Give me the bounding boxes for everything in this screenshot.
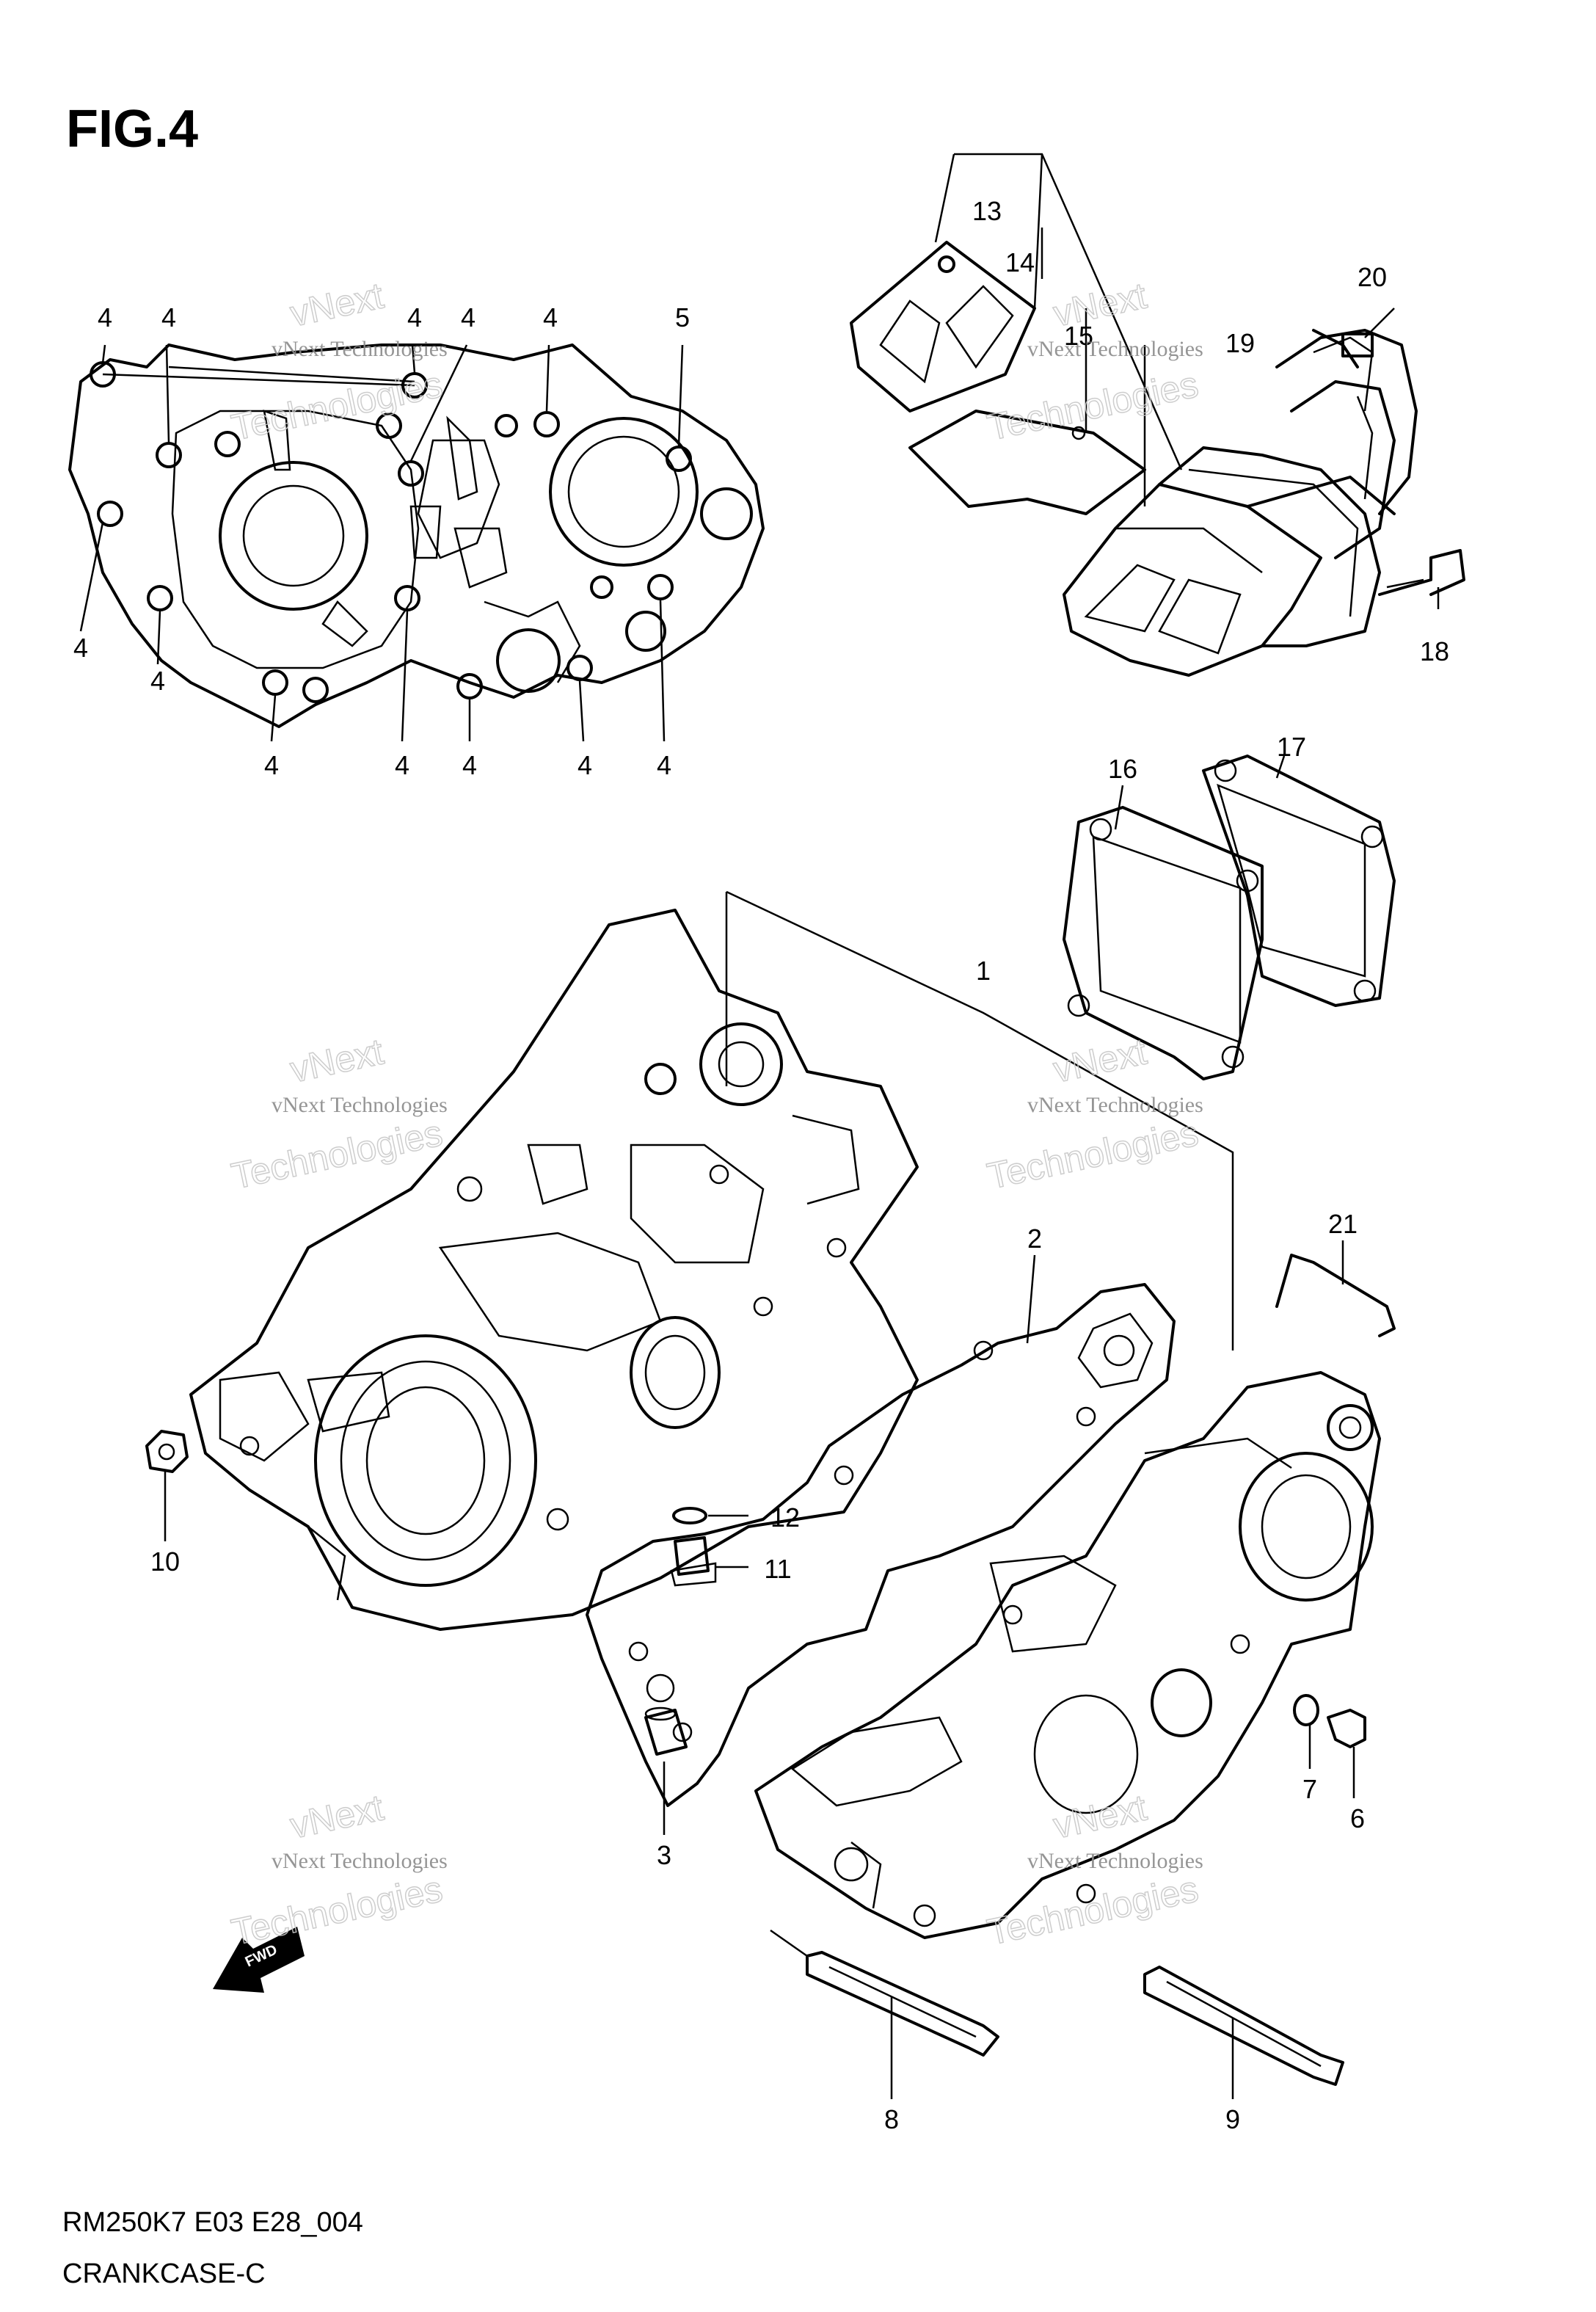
crankcase-left-half (145, 909, 919, 1631)
callout-1: 1 (976, 956, 991, 986)
svg-text:vNext Technologies: vNext Technologies (1027, 337, 1203, 361)
callout-4: 4 (264, 750, 279, 780)
reed-valve-assembly (850, 153, 1465, 677)
callout-17: 17 (1277, 732, 1306, 762)
callout-4: 4 (543, 302, 558, 332)
svg-text:vNext: vNext (287, 1786, 387, 1846)
crankcase-gasket (586, 1254, 1176, 1807)
svg-text:vNext: vNext (1050, 1030, 1151, 1090)
figure-name: CRANKCASE-C (62, 2258, 266, 2289)
callout-4: 4 (161, 302, 176, 332)
svg-text:Technologies: Technologies (228, 1868, 446, 1952)
figure-title: FIG.4 (66, 100, 198, 159)
callout-13: 13 (972, 196, 1002, 226)
callout-8: 8 (884, 2104, 899, 2134)
svg-text:vNext Technologies: vNext Technologies (272, 337, 448, 361)
callout-12: 12 (770, 1502, 800, 1533)
svg-text:Technologies: Technologies (984, 1112, 1202, 1196)
callout-4: 4 (98, 302, 112, 332)
callouts: 13 14 15 19 20 18 16 17 1 2 21 12 11 10 … (73, 196, 1449, 2134)
watermark: vNext vNext Technologies Technologies (983, 1786, 1203, 1954)
reed-gaskets (1063, 755, 1396, 1080)
callout-20: 20 (1358, 262, 1387, 292)
callout-21: 21 (1328, 1209, 1358, 1239)
svg-text:vNext: vNext (287, 1030, 387, 1090)
callout-15: 15 (1064, 321, 1093, 351)
callout-11: 11 (764, 1554, 791, 1584)
svg-text:Technologies: Technologies (984, 363, 1202, 448)
callout-4: 4 (577, 750, 592, 780)
callout-14: 14 (1005, 247, 1035, 277)
watermark: vNext vNext Technologies Technologies (227, 1786, 448, 1954)
callout-3: 3 (657, 1840, 671, 1870)
crankcase-right-half (754, 1240, 1396, 1939)
callout-19: 19 (1225, 328, 1255, 358)
callout-4: 4 (462, 750, 477, 780)
watermarks: vNext vNext Technologies Technologies vN… (227, 275, 1203, 1954)
callout-6: 6 (1350, 1803, 1365, 1833)
svg-text:vNext Technologies: vNext Technologies (272, 1093, 448, 1117)
crankcase-bolts (770, 1929, 1344, 2099)
crankcase-face-view (68, 343, 765, 742)
watermark: vNext vNext Technologies Technologies (983, 275, 1203, 449)
svg-text:vNext: vNext (287, 275, 387, 334)
small-parts (644, 890, 1234, 1835)
callout-2: 2 (1027, 1224, 1042, 1254)
svg-text:vNext Technologies: vNext Technologies (1027, 1849, 1203, 1873)
callout-4: 4 (461, 302, 475, 332)
callout-9: 9 (1225, 2104, 1240, 2134)
forward-arrow: FWD (213, 1927, 305, 1993)
callout-4: 4 (657, 750, 671, 780)
callout-4: 4 (150, 666, 165, 696)
svg-text:vNext Technologies: vNext Technologies (272, 1849, 448, 1873)
watermark: vNext vNext Technologies Technologies (227, 1030, 448, 1198)
svg-text:Technologies: Technologies (984, 1868, 1202, 1952)
callout-5: 5 (675, 302, 690, 332)
callout-16: 16 (1108, 754, 1137, 784)
callout-4: 4 (73, 633, 88, 663)
svg-text:vNext: vNext (1050, 1786, 1151, 1846)
svg-text:vNext: vNext (1050, 275, 1151, 334)
callout-10: 10 (150, 1546, 180, 1577)
callout-18: 18 (1420, 636, 1449, 666)
svg-text:vNext Technologies: vNext Technologies (1027, 1093, 1203, 1117)
figure-code: RM250K7 E03 E28_004 (62, 2207, 363, 2238)
callout-4: 4 (407, 302, 422, 332)
callout-7: 7 (1302, 1774, 1317, 1804)
callout-4: 4 (395, 750, 409, 780)
